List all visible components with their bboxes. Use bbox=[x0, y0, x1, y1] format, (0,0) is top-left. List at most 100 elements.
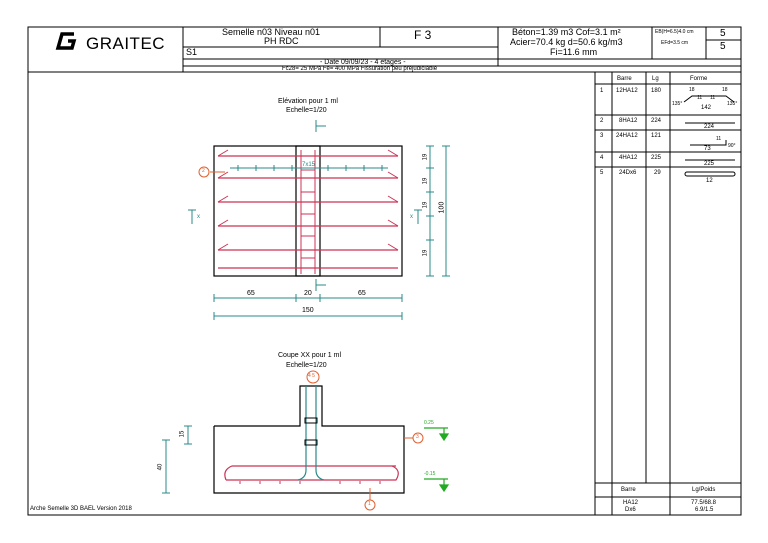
row4-forme: 225 bbox=[704, 161, 715, 167]
bar-shape-3 bbox=[690, 140, 727, 146]
dim-mid: 20 bbox=[304, 290, 312, 297]
row3-forme-a: 73 bbox=[704, 146, 711, 152]
row2-forme: 224 bbox=[704, 124, 715, 130]
section-rebar-dots bbox=[239, 481, 381, 484]
row1-forme-e: 135° bbox=[727, 101, 738, 107]
section-view bbox=[162, 370, 450, 511]
row3-forme-b: 11 bbox=[716, 136, 722, 142]
rebar-spacing-label: 7x15 bbox=[302, 162, 316, 168]
sheet-total: 5 bbox=[720, 41, 726, 52]
summary-lg-header: Lg/Poids bbox=[692, 487, 716, 493]
row1-forme-a: 135° bbox=[672, 101, 683, 107]
row1-forme-c: 11 bbox=[710, 95, 716, 101]
section-mark-right: x bbox=[410, 214, 413, 220]
elevation-scale: Echelle=1/20 bbox=[286, 107, 327, 114]
dim-right: 65 bbox=[358, 290, 366, 297]
footing-height: 100 bbox=[438, 201, 446, 214]
marker-3-label: 3 bbox=[416, 434, 419, 440]
starter-bar-left bbox=[297, 386, 307, 481]
marker-45-label: 4 5 bbox=[308, 373, 315, 379]
summary-barre-1: HA12 bbox=[623, 500, 639, 506]
row1-forme-d: 142 bbox=[701, 105, 712, 111]
acier-quantity: Acier=70.4 kg d=50.6 kg/m3 bbox=[510, 37, 623, 47]
level-bottom: -0.15 bbox=[424, 471, 436, 477]
spacing-3: 19 bbox=[422, 201, 429, 209]
elevation-view bbox=[188, 120, 450, 320]
section-outline bbox=[213, 385, 405, 494]
bar-shape-1 bbox=[683, 95, 735, 103]
row5-num: 5 bbox=[600, 170, 604, 176]
starter-bar-right bbox=[315, 386, 325, 481]
summary-lg-2: 6.9/1.5 bbox=[695, 507, 714, 513]
column-outline bbox=[295, 145, 321, 277]
col-forme: Forme bbox=[690, 76, 708, 82]
row1-barre: 12HA12 bbox=[616, 88, 638, 94]
row5-barre: 24Dx6 bbox=[619, 170, 637, 176]
row2-barre: 8HA12 bbox=[619, 118, 638, 124]
spacing-1: 19 bbox=[422, 153, 429, 161]
horizontal-dimensions bbox=[213, 294, 403, 320]
bar-marker-45 bbox=[306, 370, 320, 384]
rebar-hooks bbox=[217, 149, 399, 251]
vertical-dimensions bbox=[426, 145, 450, 277]
logo-text: GRAITEC bbox=[86, 34, 166, 53]
section-scale: Echelle=1/20 bbox=[286, 362, 327, 369]
title-block bbox=[27, 26, 742, 516]
row2-lg: 224 bbox=[651, 118, 662, 124]
row4-num: 4 bbox=[600, 155, 604, 161]
dim-15: 15 bbox=[179, 430, 186, 438]
row2-num: 2 bbox=[600, 118, 604, 124]
fi-value: Fi=11.6 mm bbox=[550, 47, 598, 57]
dim-total: 150 bbox=[302, 307, 314, 314]
footing-ref: F 3 bbox=[414, 28, 432, 42]
section-cut-markers bbox=[188, 120, 422, 291]
col-barre: Barre bbox=[617, 76, 632, 82]
level-markers bbox=[424, 427, 450, 493]
horizontal-rebars bbox=[218, 155, 398, 269]
date-line: - Date 09/09/23 - 4 étages - bbox=[320, 59, 406, 66]
distribution-bar bbox=[230, 165, 388, 171]
marker-1-label: 1 bbox=[368, 501, 371, 507]
row4-barre: 4HA12 bbox=[619, 155, 638, 161]
bar-shapes bbox=[683, 95, 736, 177]
elevation-title: Elévation pour 1 ml bbox=[278, 98, 338, 105]
section-dimensions bbox=[162, 425, 192, 494]
summary-lg-1: 77.5/68.8 bbox=[691, 500, 717, 506]
s-label: S1 bbox=[186, 47, 198, 57]
row3-lg: 121 bbox=[651, 133, 662, 139]
eb-line2: EFd=3.5 cm bbox=[661, 40, 689, 46]
footing-title: Semelle n03 Niveau n01 bbox=[222, 27, 321, 37]
row3-num: 3 bbox=[600, 133, 604, 139]
dim-40: 40 bbox=[157, 463, 164, 471]
row1-forme-g: 18 bbox=[722, 87, 728, 93]
bar-marker-2 bbox=[198, 166, 210, 178]
level-name: PH RDC bbox=[264, 36, 299, 46]
row4-lg: 225 bbox=[651, 155, 662, 161]
version-footer: Arche Semelle 3D BAEL Version 2018 bbox=[30, 506, 132, 512]
dim-left: 65 bbox=[247, 290, 255, 297]
row1-num: 1 bbox=[600, 88, 604, 94]
level-top: 0.25 bbox=[424, 420, 434, 426]
bar-shape-5 bbox=[684, 171, 736, 177]
marker-2-label: 2 bbox=[202, 168, 205, 174]
eb-line1: EB(H=6.5)4.0 cm bbox=[655, 29, 694, 35]
sheet-number: 5 bbox=[720, 28, 726, 39]
row5-lg: 29 bbox=[654, 170, 661, 176]
graitec-logo-icon bbox=[55, 32, 77, 50]
materials-line: Fc28= 25 MPa Fe= 400 MPa Fissuration peu… bbox=[282, 66, 438, 72]
col-lg: Lg bbox=[652, 76, 659, 82]
row1-lg: 180 bbox=[651, 88, 662, 94]
row3-forme-c: 90° bbox=[728, 143, 736, 149]
section-title: Coupe XX pour 1 ml bbox=[278, 352, 342, 359]
row1-forme-f: 18 bbox=[689, 87, 695, 93]
bar-table-grid bbox=[594, 71, 742, 516]
summary-barre-2: Dx6 bbox=[625, 507, 636, 513]
spacing-2: 19 bbox=[422, 177, 429, 185]
bottom-rebar-1 bbox=[224, 465, 396, 481]
section-mark-left: x bbox=[197, 214, 200, 220]
bottom-rebar-2 bbox=[226, 465, 399, 481]
summary-barre-header: Barre bbox=[621, 487, 636, 493]
row1-forme-b: 11 bbox=[697, 95, 703, 101]
column-rebars bbox=[300, 150, 316, 274]
